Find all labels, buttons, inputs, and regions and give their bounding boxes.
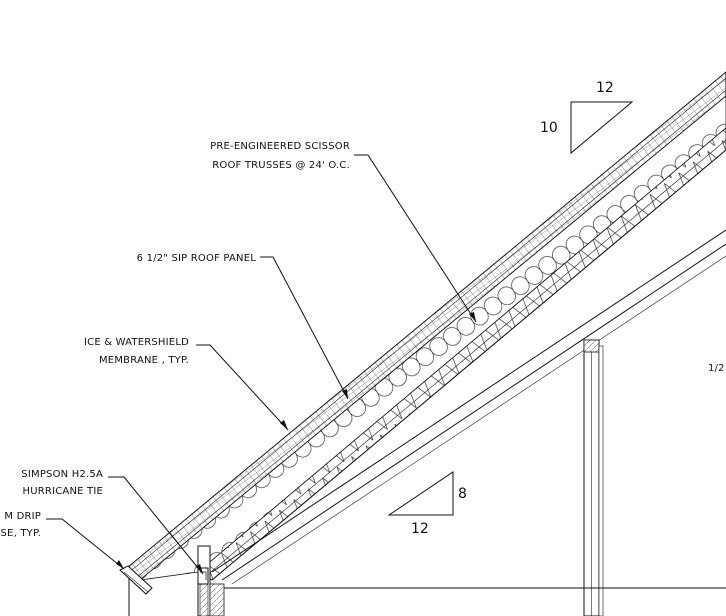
note-trusses-line1: PRE-ENGINEERED SCISSOR (210, 141, 350, 152)
interior-post (583, 339, 604, 616)
note-membrane-line1: ICE & WATERSHIELD (84, 337, 189, 348)
leader-sip-panel (260, 256, 349, 400)
note-drip-line2: SE, TYP. (1, 528, 42, 539)
truss-bottom-chord (211, 229, 726, 585)
note-trusses-line2: ROOF TRUSSES @ 24' O.C. (212, 160, 350, 171)
note-right-partial: 1/2 (708, 363, 725, 374)
roof-slope-rise: 10 (540, 120, 558, 136)
note-tie-line1: SIMPSON H2.5A (21, 469, 103, 480)
note-tie-line2: HURRICANE TIE (23, 486, 103, 497)
roof-slope-run: 12 (596, 80, 614, 96)
note-hurricane-tie: SIMPSON H2.5A HURRICANE TIE (21, 469, 103, 497)
note-drip-line1: M DRIP (4, 511, 41, 522)
note-sip-panel: 6 1/2" SIP ROOF PANEL (137, 253, 257, 264)
leader-trusses (354, 154, 477, 323)
note-trusses: PRE-ENGINEERED SCISSOR ROOF TRUSSES @ 24… (210, 141, 350, 171)
ceiling-slope-rise: 8 (458, 486, 467, 502)
roof-slope-indicator: 12 10 (540, 80, 634, 155)
scissor-truss-webs (197, 127, 726, 581)
leader-hurricane-tie (108, 476, 204, 575)
drip-edge (119, 565, 153, 595)
note-membrane: ICE & WATERSHIELD MEMBRANE , TYP. (84, 337, 189, 366)
roof-insulation (138, 95, 726, 581)
ceiling-slope-run: 12 (411, 521, 429, 537)
note-drip-edge: M DRIP SE, TYP. (1, 511, 42, 539)
leader-drip-edge (46, 518, 125, 570)
ceiling-slope-indicator: 12 8 (387, 471, 467, 537)
leader-membrane (196, 344, 289, 431)
note-membrane-line2: MEMBRANE , TYP. (99, 355, 189, 366)
